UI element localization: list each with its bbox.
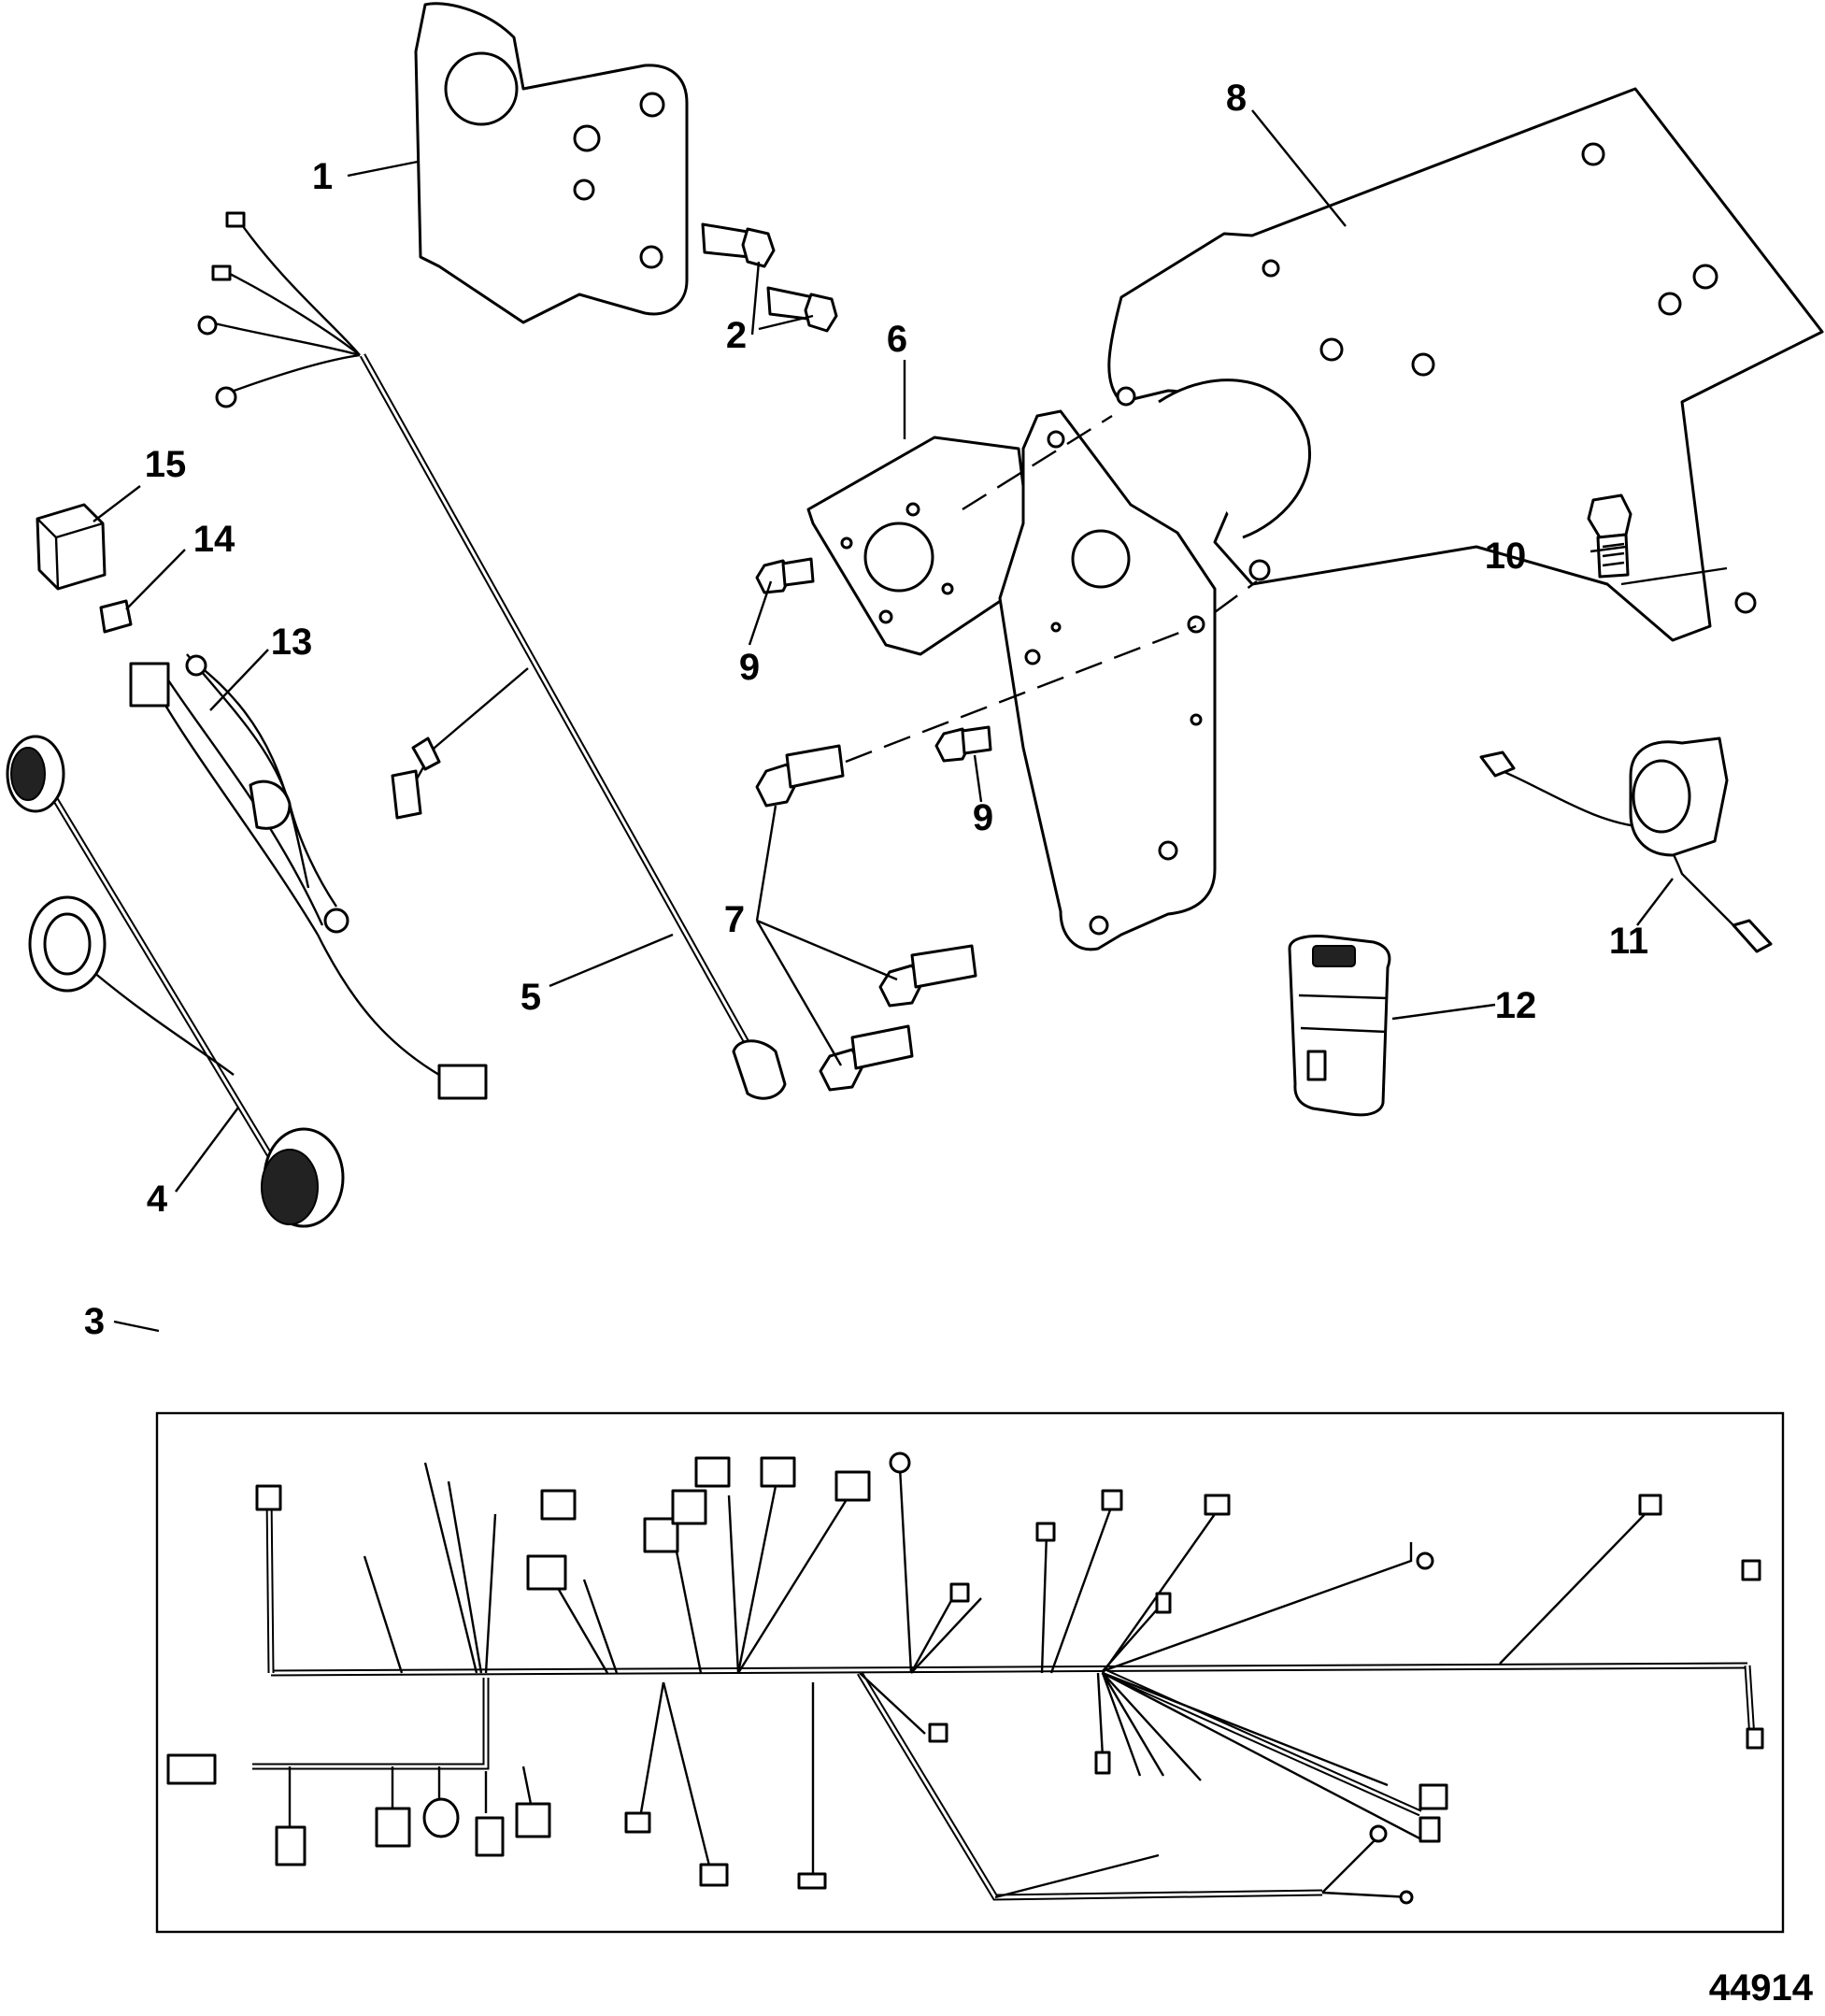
callout-11: 11: [1609, 921, 1648, 962]
callout-10: 10: [1485, 536, 1527, 577]
callout-4: 4: [147, 1179, 168, 1220]
connector-part-12: [1288, 935, 1391, 1117]
callout-5: 5: [520, 977, 541, 1018]
callout-3: 3: [84, 1301, 105, 1342]
sensor-part-11: [1479, 736, 1773, 953]
callout-7: 7: [724, 899, 745, 940]
bolts-part-7: [755, 744, 977, 1092]
bolt-part-10: [1587, 493, 1728, 586]
callout-9a: 9: [739, 647, 760, 688]
callout-1: 1: [312, 156, 333, 197]
callout-15: 15: [145, 444, 187, 485]
small-bolt-part-9a: [755, 557, 815, 594]
bolts-part-2: [701, 222, 838, 333]
plate-part-8: [1107, 87, 1824, 642]
small-bolt-part-9b: [934, 725, 992, 763]
callout-13: 13: [271, 622, 313, 663]
callout-14: 14: [193, 519, 235, 560]
bracket-part-1: [414, 2, 689, 324]
harness-part-5: [197, 211, 787, 1100]
bracket-part-6: [806, 436, 1030, 656]
harness-part-4: [6, 735, 345, 1228]
callout-6: 6: [887, 319, 907, 360]
fuse-part-14: [99, 599, 133, 634]
callout-9b: 9: [973, 797, 993, 838]
callout-12: 12: [1495, 985, 1537, 1026]
long-bracket: [998, 409, 1217, 951]
callout-8: 8: [1226, 78, 1247, 119]
engine-harness-part-3: [155, 1411, 1785, 1934]
harness-part-13: [129, 653, 488, 1100]
relay-part-15: [36, 503, 107, 591]
figure-number: 44914: [1709, 1967, 1814, 2009]
callout-2: 2: [726, 315, 747, 356]
